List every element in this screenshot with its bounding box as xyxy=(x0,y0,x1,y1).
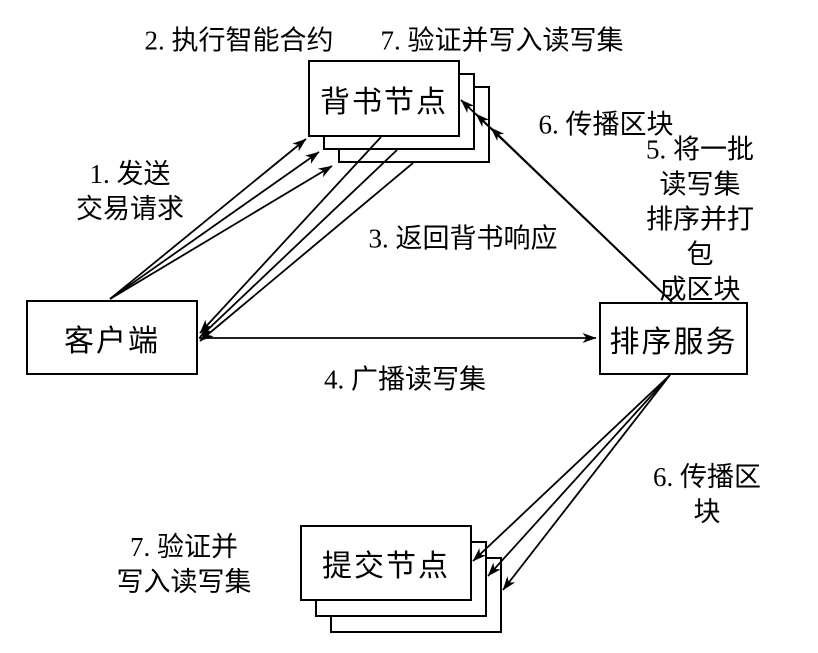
client-node-label: 客户端 xyxy=(64,324,160,358)
committer-node-box: 提交节点 xyxy=(300,525,472,601)
endorser-node-label: 背书节点 xyxy=(320,85,448,119)
arrow-propagate-block-to-committers xyxy=(472,374,671,591)
orderer-node-box: 排序服务 xyxy=(599,302,748,375)
label-step6-propagate-block-bottom: 6. 传播区块 xyxy=(653,461,761,527)
label-step1-send-transaction-request: 1. 发送 交易请求 xyxy=(76,158,184,224)
committer-node-label: 提交节点 xyxy=(322,550,450,583)
label-step4-broadcast-readwrite-set: 4. 广播读写集 xyxy=(324,364,486,395)
orderer-node-label: 排序服务 xyxy=(609,325,738,359)
label-step5-order-and-package-blocks: 5. 将一批读写集 排序并打包 成区块 xyxy=(646,134,754,305)
label-step7-validate-write-bottom: 7. 验证并 写入读写集 xyxy=(116,531,252,597)
endorser-node-box: 背书节点 xyxy=(308,60,460,137)
label-step2-execute-smart-contract: 2. 执行智能合约 xyxy=(144,25,334,56)
client-node-box: 客户端 xyxy=(26,300,198,375)
label-step7-validate-write-top: 7. 验证并写入读写集 xyxy=(380,25,624,56)
label-step3-return-endorsement-response: 3. 返回背书响应 xyxy=(368,223,558,254)
